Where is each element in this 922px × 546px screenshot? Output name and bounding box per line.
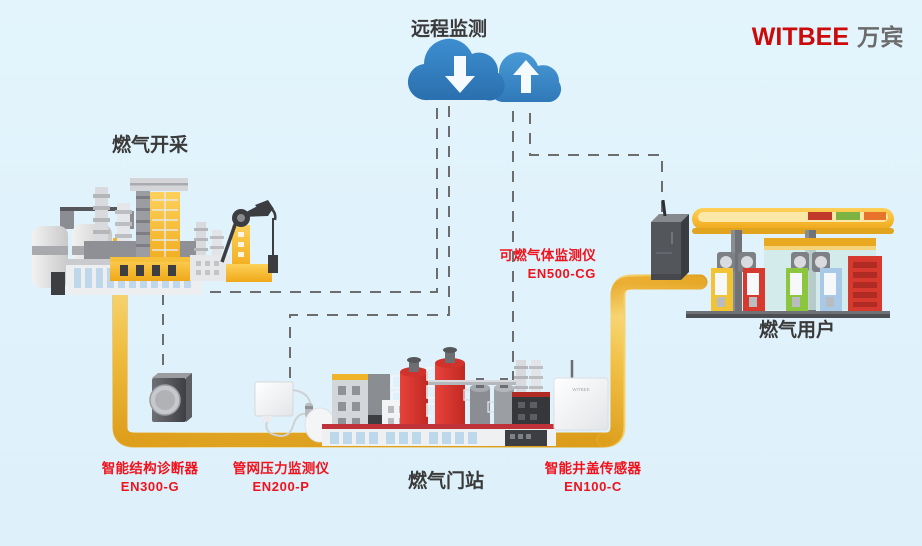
label-device-en100-model: EN100-C xyxy=(564,479,622,494)
device-en500-gas-detector xyxy=(651,199,689,280)
label-device-en100: 智能井盖传感器 EN100-C xyxy=(545,457,642,494)
dash-en500-to-cloud xyxy=(529,105,663,232)
oil-pumpjack xyxy=(190,200,278,282)
brand-logo: WITBEE 万宾 xyxy=(752,18,904,52)
label-device-en500: 可燃气体监测仪 EN500-CG xyxy=(499,244,596,281)
label-device-en100-name: 智能井盖传感器 xyxy=(544,461,642,477)
heading-gas-gate-station: 燃气门站 xyxy=(407,470,485,492)
dash-en300-to-cloud xyxy=(162,105,438,405)
brand-name-cn: 万宾 xyxy=(857,25,904,51)
label-device-en500-name: 可燃气体监测仪 xyxy=(499,248,596,264)
brand-name-en: WITBEE xyxy=(751,23,849,51)
device-en100-manhole-sensor: WITBEE xyxy=(553,360,609,431)
cloud-download-icon xyxy=(407,38,505,101)
heading-remote-monitoring: 远程监测 xyxy=(410,18,488,40)
label-device-en300-name: 智能结构诊断器 xyxy=(101,461,199,477)
label-device-en500-model: EN500-CG xyxy=(527,266,596,281)
label-device-en200: 管网压力监测仪 EN200-P xyxy=(233,457,330,494)
device-en300-structural-diagnoser xyxy=(149,373,192,422)
heading-gas-user: 燃气用户 xyxy=(758,319,836,341)
label-device-en200-model: EN200-P xyxy=(252,479,310,494)
label-device-en200-name: 管网压力监测仪 xyxy=(232,461,330,477)
label-device-en300: 智能结构诊断器 EN300-G xyxy=(102,457,199,494)
cloud-upload-icon xyxy=(489,52,562,102)
gas-extraction-plant xyxy=(32,178,208,295)
heading-gas-extraction: 燃气开采 xyxy=(111,134,189,156)
label-device-en300-model: EN300-G xyxy=(120,479,180,494)
gas-gate-station-plant xyxy=(304,347,556,446)
dash-en200-to-cloud xyxy=(289,105,450,378)
svg-text:WITBEE: WITBEE xyxy=(572,387,589,392)
gas-station xyxy=(686,208,894,318)
